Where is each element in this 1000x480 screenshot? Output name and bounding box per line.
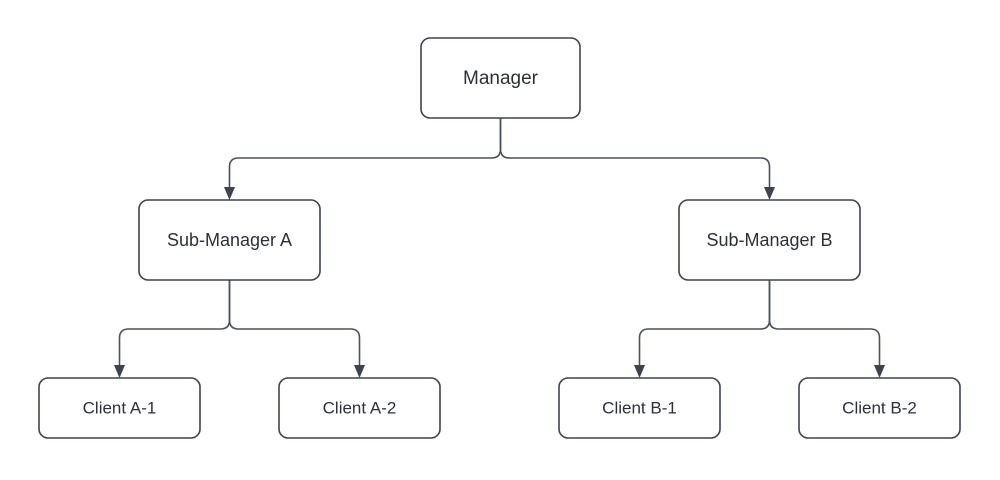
- edge-sub-b-to-client-b-1: [634, 280, 771, 378]
- node-box[interactable]: [138, 199, 321, 281]
- node-label: Sub-Manager A: [167, 230, 292, 250]
- node-box[interactable]: [678, 199, 861, 281]
- node-client-b-2[interactable]: Client B-2: [798, 377, 961, 439]
- connector-line: [228, 118, 502, 187]
- connector-line: [499, 118, 771, 187]
- node-box[interactable]: [420, 37, 581, 119]
- node-box[interactable]: [798, 377, 961, 439]
- edge-sub-a-to-client-a-1: [114, 280, 231, 378]
- node-box[interactable]: [38, 377, 201, 439]
- node-client-b-1[interactable]: Client B-1: [558, 377, 721, 439]
- arrowhead-icon: [224, 187, 235, 200]
- arrowhead-icon: [634, 365, 645, 378]
- node-client-a-2[interactable]: Client A-2: [278, 377, 441, 439]
- node-label: Client B-2: [842, 398, 917, 417]
- node-box[interactable]: [558, 377, 721, 439]
- connector-line: [638, 280, 771, 365]
- connectors-layer: [114, 118, 885, 378]
- arrowhead-icon: [764, 187, 775, 200]
- node-label: Client B-1: [602, 398, 677, 417]
- arrowhead-icon: [354, 365, 365, 378]
- node-client-a-1[interactable]: Client A-1: [38, 377, 201, 439]
- node-box[interactable]: [278, 377, 441, 439]
- node-label: Client A-2: [323, 398, 397, 417]
- node-sub-manager-a[interactable]: Sub-Manager A: [138, 199, 321, 281]
- edge-sub-b-to-client-b-2: [768, 280, 885, 378]
- node-manager[interactable]: Manager: [420, 37, 581, 119]
- arrowhead-icon: [114, 365, 125, 378]
- edge-manager-to-sub-b: [499, 118, 775, 200]
- connector-line: [228, 280, 361, 365]
- node-label: Sub-Manager B: [706, 230, 832, 250]
- node-label: Manager: [463, 68, 539, 89]
- edge-sub-a-to-client-a-2: [228, 280, 365, 378]
- connector-line: [118, 280, 231, 365]
- connector-line: [768, 280, 881, 365]
- arrowhead-icon: [874, 365, 885, 378]
- node-label: Client A-1: [83, 398, 157, 417]
- edge-manager-to-sub-a: [224, 118, 502, 200]
- node-sub-manager-b[interactable]: Sub-Manager B: [678, 199, 861, 281]
